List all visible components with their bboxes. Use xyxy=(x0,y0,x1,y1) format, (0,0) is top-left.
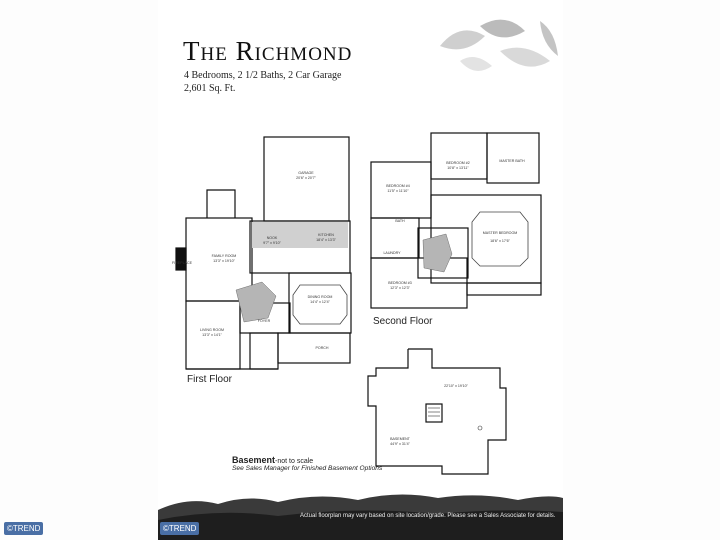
first-floor-plan xyxy=(175,136,352,370)
second-floor-plan xyxy=(370,132,542,309)
plan-title: The Richmond xyxy=(183,36,353,66)
basement-room-label: BASEMENT xyxy=(390,437,411,441)
room-bedroom2-dim: 10'8" x 13'11" xyxy=(447,166,469,170)
room-family-label: FAMILY ROOM xyxy=(212,254,237,258)
plan-square-footage: 2,601 Sq. Ft. xyxy=(184,83,236,94)
room-kitchen-dim: 18'4" x 13'3" xyxy=(316,238,336,242)
basement-caption: Basement-not to scale xyxy=(232,455,313,465)
disclaimer-text: Actual floorplan may vary based on site … xyxy=(300,513,556,519)
basement-scale-note: -not to scale xyxy=(275,458,314,465)
leaf-decoration-icon xyxy=(440,19,558,71)
trend-watermark-badge: ©TREND xyxy=(4,522,44,535)
room-bedroom3-label: BEDROOM #3 xyxy=(388,281,412,285)
room-bedroom4-label: BEDROOM #4 xyxy=(386,184,410,188)
first-floor-caption: First Floor xyxy=(187,374,232,385)
basement-dim-top: 22'10" x 19'10" xyxy=(444,384,468,388)
room-bath-label: BATH xyxy=(395,219,405,223)
room-bedroom4-dim: 11'5" x 11'10" xyxy=(387,189,409,193)
fireplace-label: FIREPLACE xyxy=(172,261,193,265)
brochure-sheet xyxy=(158,0,563,540)
room-kitchen-label: KITCHEN xyxy=(318,233,334,237)
basement-options-note: See Sales Manager for Finished Basement … xyxy=(232,465,383,472)
room-bedroom3-dim: 12'3" x 12'3" xyxy=(390,286,410,290)
room-laundry-label: LAUNDRY xyxy=(383,251,401,255)
room-dining-label: DINING ROOM xyxy=(308,295,333,299)
room-living-label: LIVING ROOM xyxy=(200,328,224,332)
room-living-dim: 13'3" x 14'1" xyxy=(202,333,222,337)
trend-watermark-badge: ©TREND xyxy=(160,522,200,535)
room-garage-dim: 20'6" x 20'7" xyxy=(296,176,316,180)
porch-label: PORCH xyxy=(316,346,329,350)
room-master-bedroom-label: MASTER BEDROOM xyxy=(483,231,518,235)
room-family-dim: 13'3" x 19'10" xyxy=(213,259,235,263)
room-master-bedroom-dim: 18'6" x 17'6" xyxy=(490,239,510,243)
basement-room-dim: 44'9" x 31'4" xyxy=(390,442,410,446)
foyer-label: FOYER xyxy=(258,319,271,323)
room-master-bath-label: MASTER BATH xyxy=(499,159,525,163)
mountain-footer-graphic xyxy=(158,494,563,540)
basement-plan xyxy=(367,348,507,475)
room-nook-label: NOOK xyxy=(267,236,278,240)
room-dining-dim: 14'4" x 12'4" xyxy=(310,300,330,304)
plan-features: 4 Bedrooms, 2 1/2 Baths, 2 Car Garage xyxy=(184,70,342,81)
room-bedroom2-label: BEDROOM #2 xyxy=(446,161,470,165)
basement-title: Basement xyxy=(232,455,276,465)
room-garage-label: GARAGE xyxy=(298,171,314,175)
second-floor-caption: Second Floor xyxy=(373,316,433,327)
room-nook-dim: 9'7" x 9'10" xyxy=(263,241,281,245)
